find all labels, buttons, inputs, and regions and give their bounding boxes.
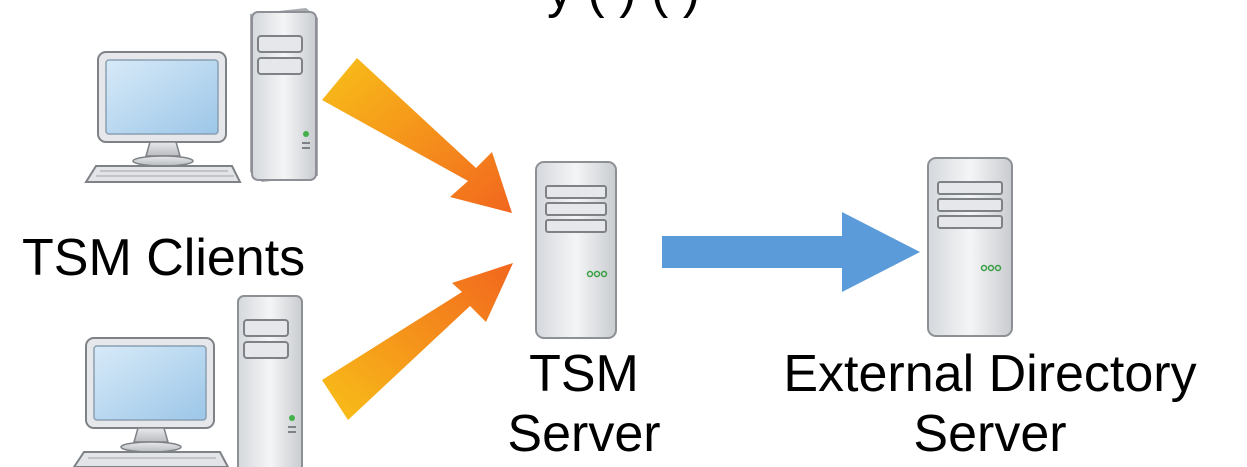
label-external-server-line2: Server <box>913 405 1067 463</box>
client-1-keyboard <box>84 165 242 183</box>
diagram-title-partial: y ( ) ( ) <box>0 0 1247 20</box>
client-1-workstation-icon <box>84 8 318 183</box>
label-external-directory-server: External Directory Server <box>755 344 1225 464</box>
label-tsm-server: TSM Server <box>500 344 668 464</box>
label-external-server-line1: External Directory <box>783 345 1197 403</box>
tsm-server-icon <box>535 161 617 339</box>
client-2-workstation-icon <box>72 295 303 467</box>
client-2-tower <box>237 295 303 467</box>
external-directory-server-icon <box>927 157 1013 337</box>
label-tsm-clients: TSM Clients <box>22 229 306 287</box>
label-tsm-server-line2: Server <box>507 405 661 463</box>
client-1-tower <box>250 8 318 182</box>
client-2-monitor <box>85 337 215 453</box>
client-2-keyboard <box>72 451 230 467</box>
arrow-client2-to-tsm <box>322 263 513 420</box>
client-1-monitor <box>97 51 227 167</box>
label-tsm-server-line1: TSM <box>529 345 639 403</box>
arrow-tsm-to-external <box>662 212 920 292</box>
arrow-client1-to-tsm <box>322 58 512 213</box>
